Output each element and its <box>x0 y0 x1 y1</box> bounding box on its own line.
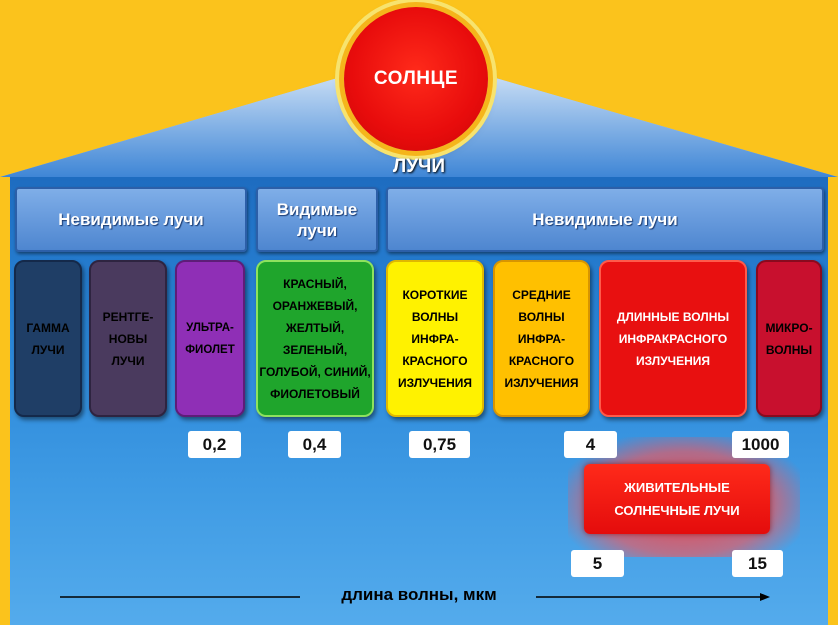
band-gamma: ГАММА ЛУЧИ <box>14 260 82 417</box>
band-visible: КРАСНЫЙ, ОРАНЖЕВЫЙ, ЖЕЛТЫЙ, ЗЕЛЕНЫЙ, ГОЛ… <box>256 260 374 417</box>
band-microwave: МИКРО-ВОЛНЫ <box>756 260 822 417</box>
wavelength-4: 4 <box>564 431 617 458</box>
band-microwave-label: МИКРО-ВОЛНЫ <box>765 320 813 357</box>
wavelength-1000: 1000 <box>732 431 789 458</box>
axis-label: длина волны, мкм <box>341 585 497 604</box>
band-visible-label: КРАСНЫЙ, ОРАНЖЕВЫЙ, ЖЕЛТЫЙ, ЗЕЛЕНЫЙ, ГОЛ… <box>259 276 371 401</box>
vital-rays-box: ЖИВИТЕЛЬНЫЕ СОЛНЕЧНЫЕ ЛУЧИ <box>584 464 770 534</box>
rays-label: ЛУЧИ <box>392 156 446 177</box>
band-long-ir-label: ДЛИННЫЕ ВОЛНЫ ИНФРАКРАСНОГО ИЗЛУЧЕНИЯ <box>616 309 730 368</box>
header-invisible-left: Невидимые лучи <box>15 187 247 252</box>
wavelength-0-75: 0,75 <box>409 431 470 458</box>
vital-rays-label: ЖИВИТЕЛЬНЫЕ СОЛНЕЧНЫЕ ЛУЧИ <box>614 480 740 518</box>
header-invisible-right: Невидимые лучи <box>386 187 824 252</box>
band-xray: РЕНТГЕ-НОВЫ ЛУЧИ <box>89 260 167 417</box>
sun-circle: СОЛНЦЕ <box>344 7 488 151</box>
band-long-ir: ДЛИННЫЕ ВОЛНЫ ИНФРАКРАСНОГО ИЗЛУЧЕНИЯ <box>599 260 747 417</box>
vital-from: 5 <box>571 550 624 577</box>
sun-label: СОЛНЦЕ <box>373 68 459 89</box>
band-gamma-label: ГАММА ЛУЧИ <box>26 320 70 357</box>
vital-to: 15 <box>732 550 783 577</box>
band-ultraviolet: УЛЬТРА-ФИОЛЕТ <box>175 260 245 417</box>
wavelength-axis-arrow <box>60 593 770 601</box>
wavelength-0-4: 0,4 <box>288 431 341 458</box>
header-visible: Видимые лучи <box>256 187 378 252</box>
band-medium-ir: СРЕДНИЕ ВОЛНЫ ИНФРА-КРАСНОГО ИЗЛУЧЕНИЯ <box>493 260 590 417</box>
band-short-ir-label: КОРОТКИЕ ВОЛНЫ ИНФРА-КРАСНОГО ИЗЛУЧЕНИЯ <box>397 287 473 390</box>
band-xray-label: РЕНТГЕ-НОВЫ ЛУЧИ <box>102 309 154 368</box>
wavelength-0-2: 0,2 <box>188 431 241 458</box>
band-medium-ir-label: СРЕДНИЕ ВОЛНЫ ИНФРА-КРАСНОГО ИЗЛУЧЕНИЯ <box>504 287 579 390</box>
band-ultraviolet-label: УЛЬТРА-ФИОЛЕТ <box>185 321 235 356</box>
band-short-ir: КОРОТКИЕ ВОЛНЫ ИНФРА-КРАСНОГО ИЗЛУЧЕНИЯ <box>386 260 484 417</box>
